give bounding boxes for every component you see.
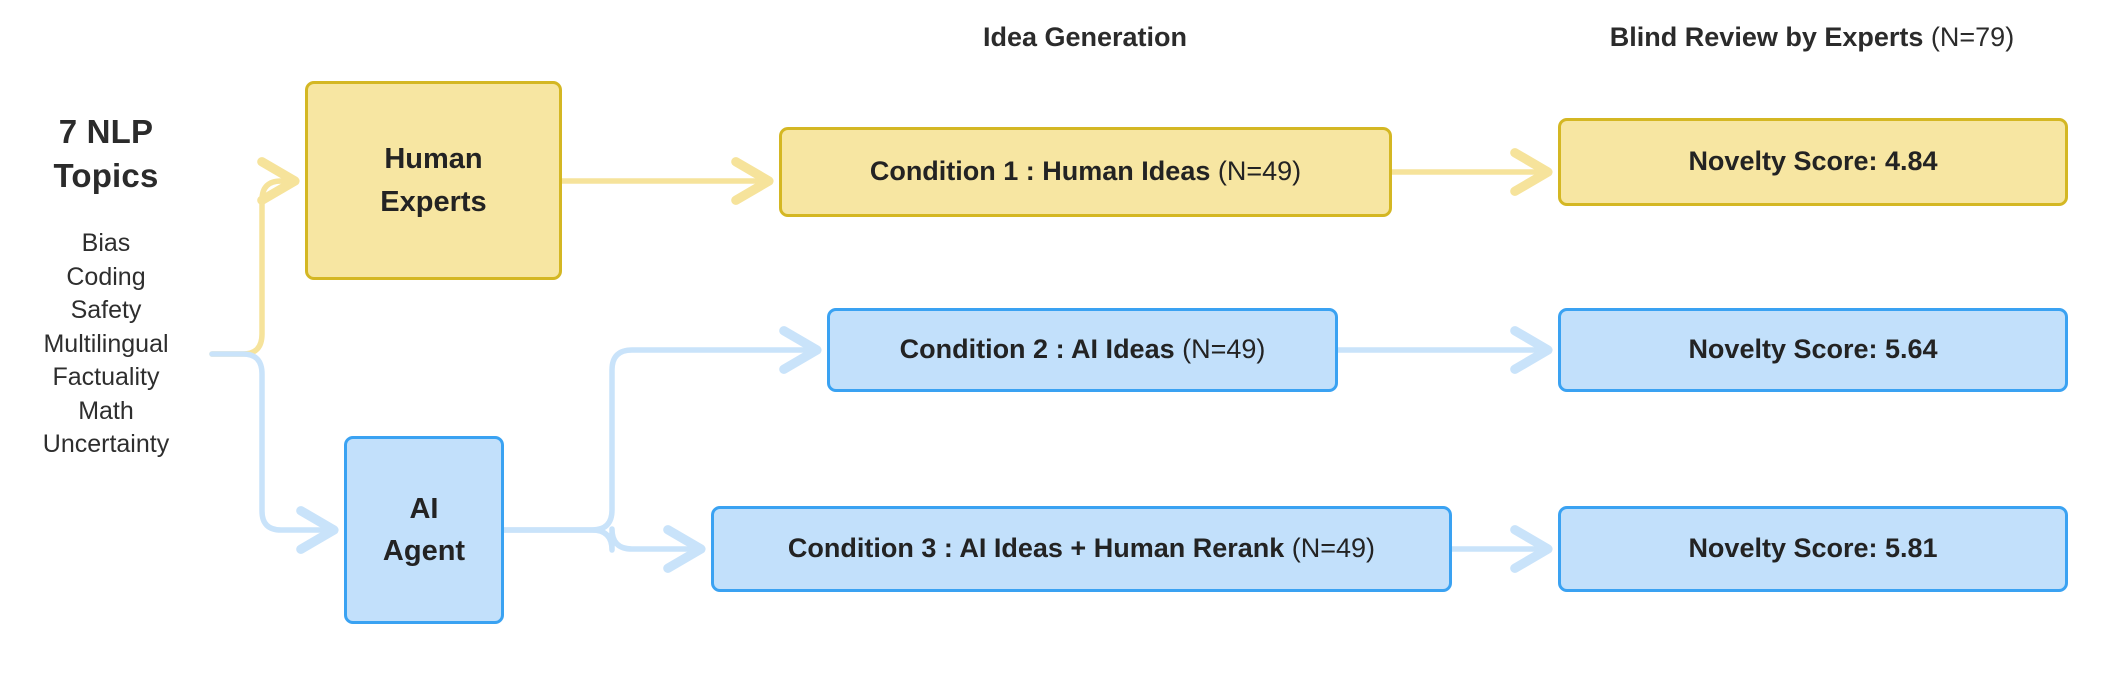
node-human-experts-label: Human Experts	[380, 138, 486, 222]
node-novelty-score-3[interactable]: Novelty Score: 5.81	[1558, 506, 2068, 592]
edge-ai-agent-to-condition3	[501, 525, 706, 573]
node-condition-1[interactable]: Condition 1 : Human Ideas (N=49)	[779, 127, 1392, 217]
column-header-idea-generation-title: Idea Generation	[982, 22, 1188, 52]
topic-item-coding: Coding	[66, 262, 146, 291]
topic-item-math: Math	[78, 396, 134, 425]
node-ai-agent-line2: Agent	[382, 535, 466, 567]
node-condition-3[interactable]: Condition 3 : AI Ideas + Human Rerank (N…	[711, 506, 1452, 592]
topic-item-bias: Bias	[81, 229, 131, 258]
edge-ai-agent-to-condition2	[501, 326, 822, 533]
edge-topics-to-ai-agent	[209, 351, 339, 554]
topics-title: 7 NLP Topics	[0, 110, 212, 197]
column-header-idea-generation: Idea Generation	[983, 22, 1187, 53]
node-condition-1-sub: (N=49)	[1210, 156, 1302, 187]
node-novelty-score-3-label: Novelty Score: 5.81	[1688, 533, 1938, 564]
node-novelty-score-2-label: Novelty Score: 5.64	[1688, 334, 1938, 365]
topics-title-line2: Topics	[53, 156, 159, 194]
node-human-experts-line2: Experts	[380, 185, 487, 218]
edge-topics-to-human-experts	[209, 157, 300, 357]
node-condition-3-label: Condition 3 : AI Ideas + Human Rerank (N…	[788, 529, 1375, 568]
node-condition-2-label: Condition 2 : AI Ideas (N=49)	[900, 330, 1266, 369]
topics-block: 7 NLP Topics Bias Coding Safety Multilin…	[0, 110, 212, 462]
node-novelty-score-2[interactable]: Novelty Score: 5.64	[1558, 308, 2068, 392]
topic-item-safety: Safety	[70, 296, 142, 325]
topics-list: Bias Coding Safety Multilingual Factuali…	[0, 227, 212, 462]
topics-title-line1: 7 NLP	[58, 113, 154, 150]
node-novelty-score-1-label: Novelty Score: 4.84	[1688, 146, 1938, 177]
node-novelty-score-1[interactable]: Novelty Score: 4.84	[1558, 118, 2068, 206]
node-ai-agent-line1: AI	[409, 492, 439, 525]
node-condition-3-sub: (N=49)	[1284, 533, 1376, 564]
node-ai-agent[interactable]: AI Agent	[344, 436, 504, 624]
column-header-blind-review-title: Blind Review by Experts	[1609, 22, 1924, 52]
node-condition-3-main: Condition 3 : AI Ideas + Human Rerank	[787, 533, 1285, 564]
topic-item-factuality: Factuality	[52, 363, 160, 392]
node-condition-2[interactable]: Condition 2 : AI Ideas (N=49)	[827, 308, 1338, 392]
node-condition-2-sub: (N=49)	[1174, 334, 1266, 365]
topic-item-multilingual: Multilingual	[43, 329, 169, 358]
column-header-blind-review-sub: (N=79)	[1923, 22, 2015, 52]
node-ai-agent-label: AI Agent	[383, 488, 465, 572]
node-condition-2-main: Condition 2 : AI Ideas	[899, 334, 1175, 365]
node-condition-1-main: Condition 1 : Human Ideas	[869, 156, 1211, 187]
column-header-blind-review: Blind Review by Experts (N=79)	[1610, 22, 2014, 53]
node-human-experts-line1: Human	[384, 143, 483, 176]
node-condition-1-label: Condition 1 : Human Ideas (N=49)	[870, 152, 1301, 191]
node-human-experts[interactable]: Human Experts	[305, 81, 562, 280]
topic-item-uncertainty: Uncertainty	[42, 430, 170, 459]
